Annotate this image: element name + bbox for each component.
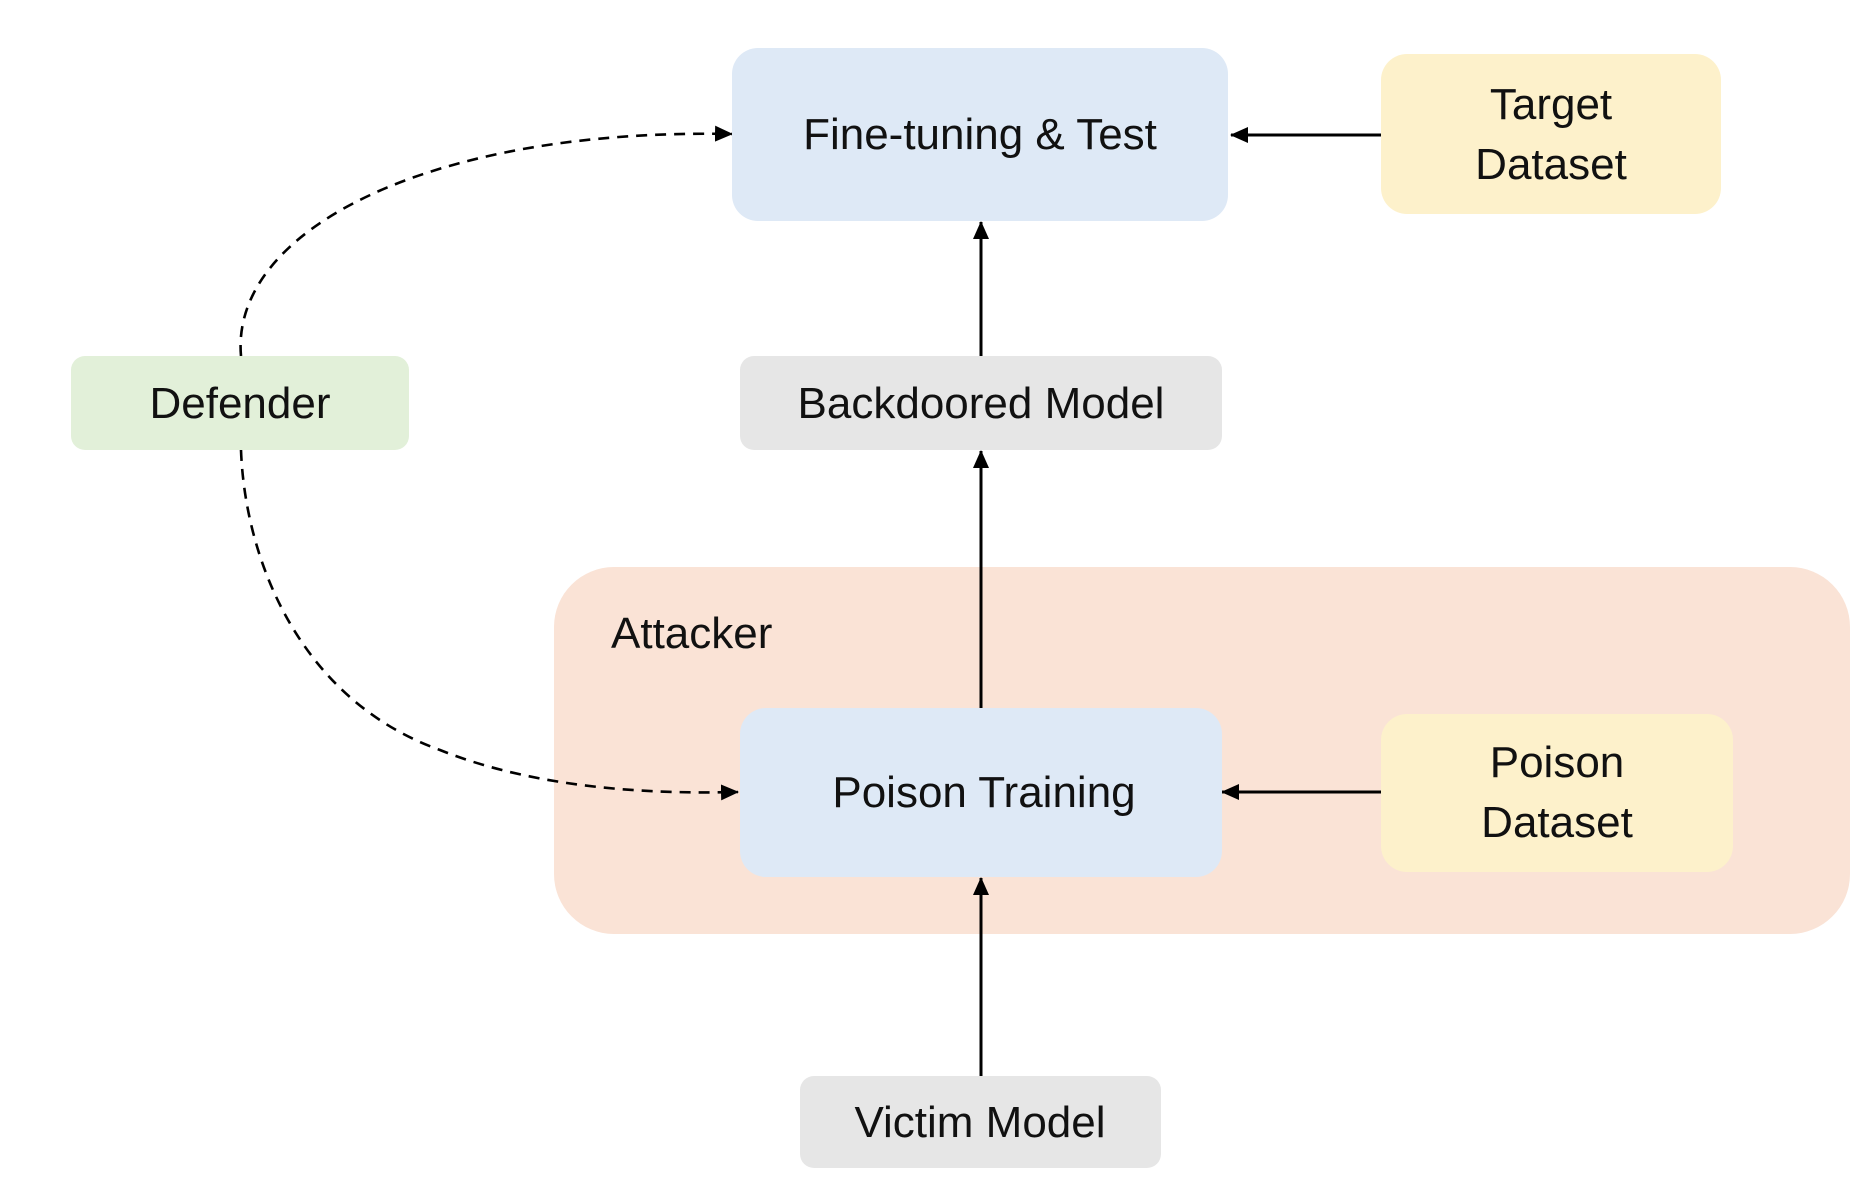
defender-box [71,356,409,450]
node-poison-dataset: Poison Dataset [1381,714,1733,872]
target-dataset-label-line2: Dataset [1475,140,1627,189]
target-dataset-label-line1: Target [1490,80,1612,129]
poison-training-label: Poison Training [832,768,1135,817]
poison-dataset-label-line2: Dataset [1481,798,1633,847]
victim-model-box [800,1076,1161,1168]
node-defender: Defender [71,356,409,450]
fine-tuning-test-label: Fine-tuning & Test [803,110,1157,159]
backdoored-model-label: Backdoored Model [798,379,1165,428]
poison-dataset-label-line1: Poison [1490,738,1625,787]
attacker-label: Attacker [611,609,772,658]
node-fine-tuning-test: Fine-tuning & Test [732,48,1228,221]
victim-model-label: Victim Model [854,1098,1105,1147]
defender-label: Defender [149,379,330,428]
backdoored-model-box [740,356,1222,450]
poison-training-box [740,708,1222,877]
node-poison-training: Poison Training [740,708,1222,877]
node-backdoored-model: Backdoored Model [740,356,1222,450]
target-dataset-box [1381,54,1721,214]
edges [239,125,1381,1076]
node-victim-model: Victim Model [800,1076,1161,1168]
poison-dataset-box [1381,714,1733,872]
edge-defender-to-poison-training [239,449,739,801]
fine-tuning-test-box [732,48,1228,221]
edge-defender-to-fine-tuning [239,125,733,357]
node-target-dataset: Target Dataset [1381,54,1721,214]
